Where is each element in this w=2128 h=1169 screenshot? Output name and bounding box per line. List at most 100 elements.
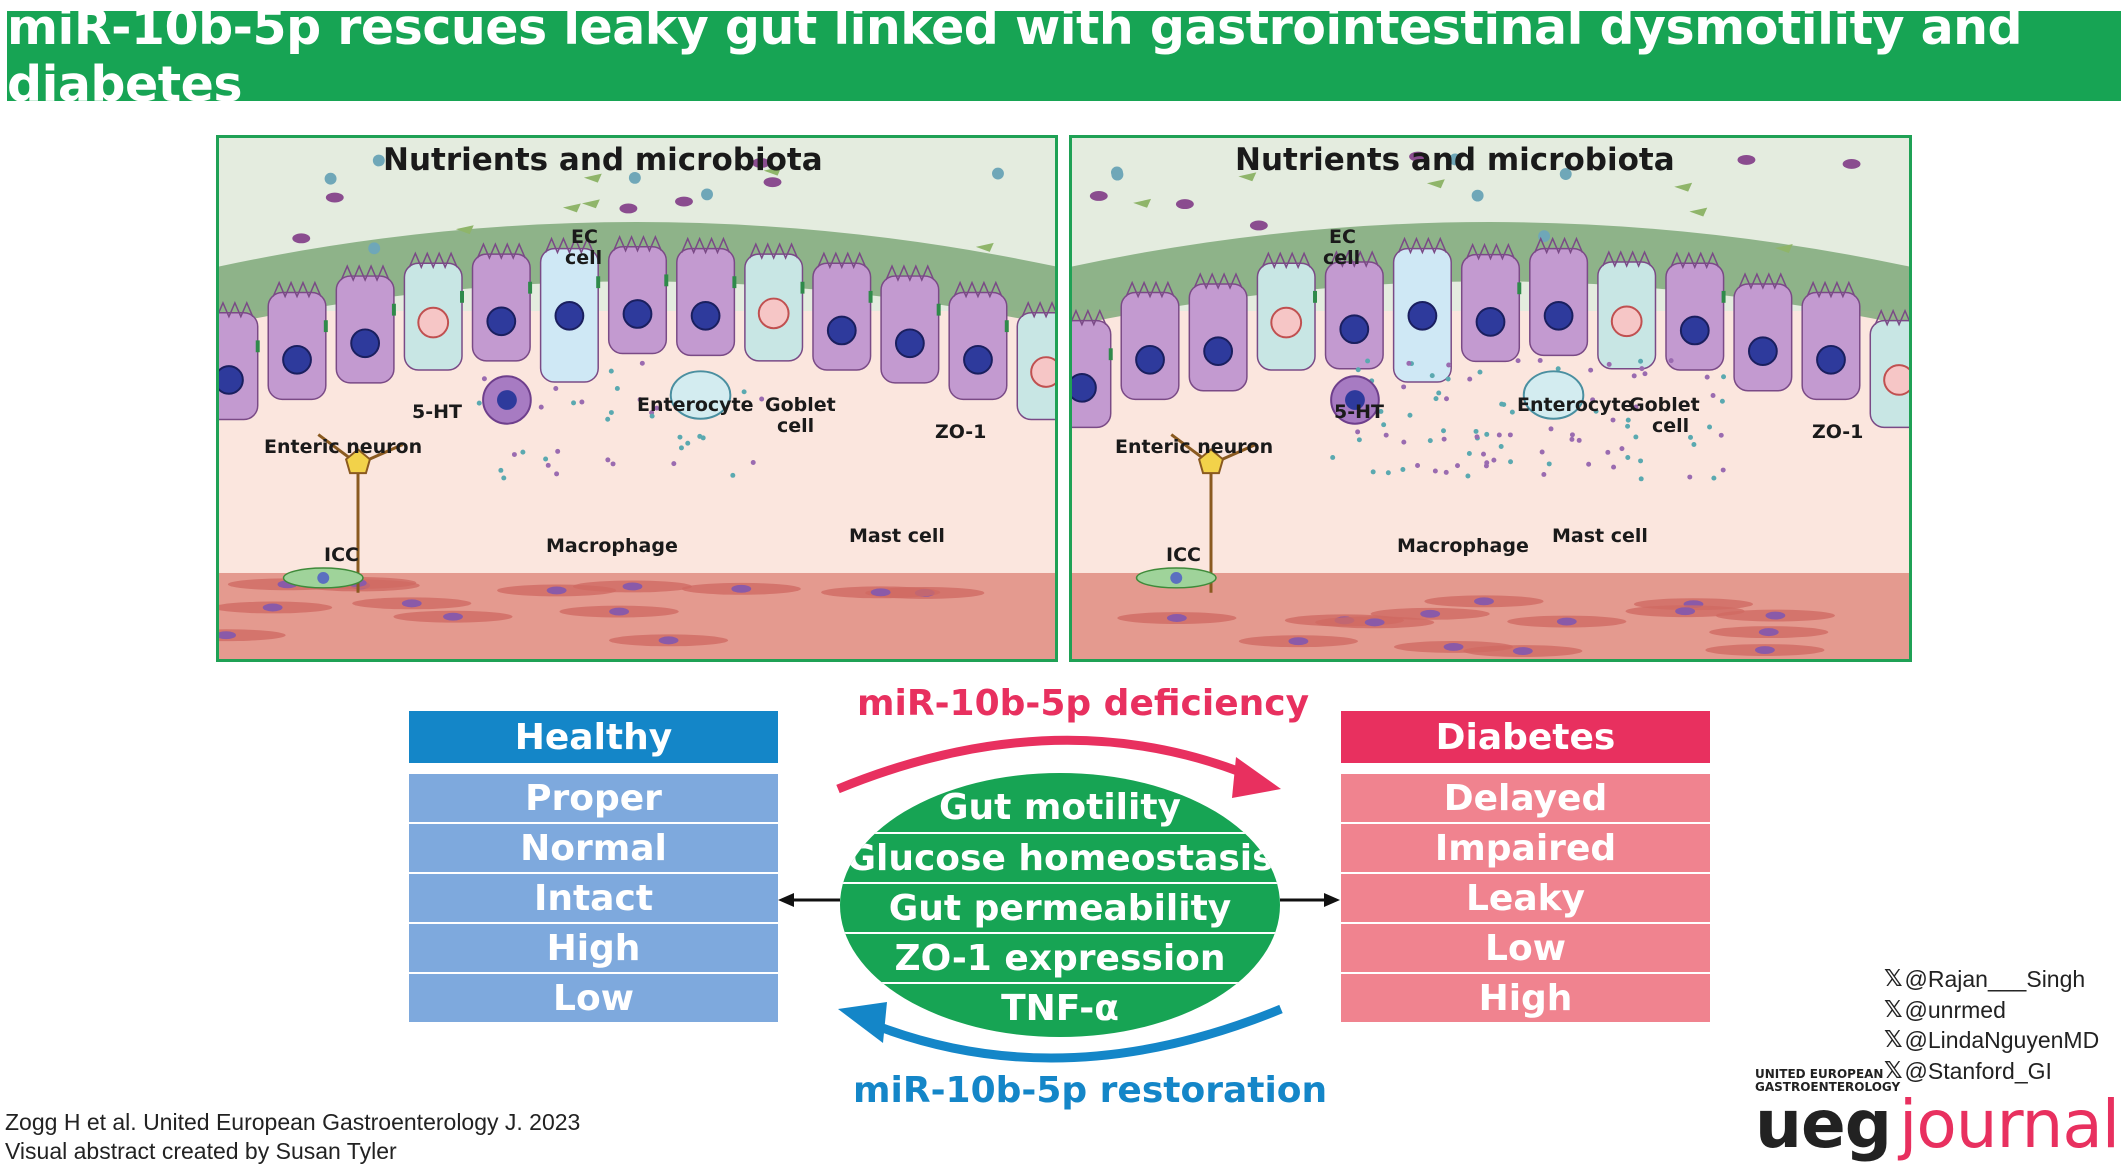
- granule: [1429, 373, 1435, 379]
- cell-nucleus: [1203, 336, 1234, 367]
- granule: [1484, 431, 1490, 437]
- granule: [481, 376, 487, 382]
- granule: [1588, 367, 1594, 373]
- granule: [1541, 471, 1547, 477]
- bacterium-icon: [1409, 151, 1428, 162]
- ueg-org-line-1: UNITED EUROPEAN: [1755, 1067, 1884, 1081]
- social-handle[interactable]: 𝕏@unrmed: [1884, 995, 2099, 1026]
- granule: [1539, 449, 1545, 455]
- bacterium-icon: [763, 177, 782, 188]
- granule: [1446, 362, 1452, 368]
- microbe-icon: [1133, 198, 1152, 208]
- microbe-icon: [1111, 168, 1124, 181]
- bacterium-icon: [752, 158, 770, 168]
- cell-nucleus: [963, 344, 993, 375]
- granule: [1721, 374, 1727, 380]
- social-handle[interactable]: 𝕏@LindaNguyenMD: [1884, 1025, 2099, 1056]
- microbe-icon: [1471, 189, 1484, 202]
- cell-nucleus: [1747, 336, 1778, 367]
- granule: [1688, 434, 1693, 440]
- muscle-nucleus: [1556, 617, 1577, 626]
- granule: [1385, 470, 1391, 476]
- granule: [1491, 457, 1497, 463]
- healthy-row-glucose: Normal: [409, 822, 778, 872]
- granule: [1633, 434, 1639, 440]
- microbe-icon: [1426, 179, 1445, 189]
- icc-nucleus: [317, 572, 330, 584]
- bacterium-icon: [1089, 191, 1108, 201]
- ec-cell-label-line1: EC: [1329, 226, 1356, 248]
- muscle-nucleus: [219, 631, 236, 640]
- enteric-neuron-label: Enteric neuron: [264, 436, 423, 458]
- muscle-nucleus: [1474, 597, 1494, 606]
- granule: [614, 385, 620, 391]
- parameter-list: Gut motility Glucose homeostasis Gut per…: [840, 782, 1280, 1032]
- granule: [1611, 464, 1617, 470]
- granule: [511, 452, 517, 458]
- granule: [1441, 436, 1447, 442]
- granule: [741, 389, 747, 395]
- ec-cell-label-line2: cell: [565, 247, 603, 269]
- mast-cell-label: Mast cell: [1552, 525, 1648, 547]
- granule: [730, 472, 736, 478]
- mast-cell-label: Mast cell: [849, 525, 945, 547]
- granule: [1625, 423, 1631, 429]
- healthy-row-tnf: Low: [409, 972, 778, 1022]
- enterocyte-label: Enterocyte: [637, 394, 754, 416]
- social-handle[interactable]: 𝕏@Rajan___Singh: [1884, 964, 2099, 995]
- muscle-nucleus: [609, 607, 630, 616]
- granule: [1720, 467, 1726, 473]
- param-glucose-homeostasis: Glucose homeostasis: [840, 832, 1280, 882]
- microvilli: [885, 264, 935, 282]
- cell-nucleus: [1135, 344, 1165, 375]
- granule: [545, 462, 551, 468]
- granule: [1625, 455, 1631, 460]
- granule: [1467, 376, 1473, 382]
- goblet-nucleus: [1270, 306, 1303, 339]
- microvilli: [749, 242, 799, 260]
- microbe-icon: [701, 188, 713, 201]
- granule: [1668, 358, 1674, 364]
- healthy-gut-illustration: Nutrients and microbiota EC cell 5-HT En…: [216, 135, 1058, 662]
- healthy-gut-artwork: [219, 138, 1055, 659]
- social-handle-text: @LindaNguyenMD: [1904, 1027, 2100, 1053]
- social-handles: 𝕏@Rajan___Singh 𝕏@unrmed 𝕏@LindaNguyenMD…: [1884, 964, 2099, 1086]
- diabetes-row-glucose: Impaired: [1341, 822, 1710, 872]
- bacterium-icon: [675, 196, 693, 207]
- ec-cell-label-line1: EC: [571, 226, 598, 248]
- granule: [1355, 367, 1361, 373]
- microbe-icon: [975, 242, 994, 252]
- granule: [554, 471, 560, 477]
- microvilli: [1465, 242, 1516, 261]
- granule: [1436, 390, 1442, 396]
- microbe-icon: [1689, 207, 1708, 217]
- granule: [1537, 357, 1543, 363]
- social-handle[interactable]: 𝕏@Stanford_GI: [1884, 1056, 2099, 1087]
- microbe-icon: [1674, 182, 1693, 192]
- macrophage-nucleus: [497, 390, 517, 410]
- microvilli: [1806, 280, 1856, 299]
- muscle-nucleus: [870, 588, 891, 597]
- granule: [1370, 469, 1376, 475]
- granule: [1546, 461, 1552, 467]
- citation: Zogg H et al. United European Gastroente…: [5, 1108, 580, 1166]
- serotonin-label: 5-HT: [1334, 401, 1384, 423]
- title-banner: miR-10b-5p rescues leaky gut linked with…: [7, 0, 2121, 113]
- bacterium-icon: [292, 233, 311, 244]
- cell-nucleus: [486, 306, 517, 337]
- granule: [1401, 384, 1407, 390]
- microvilli: [1072, 308, 1107, 327]
- microbe-icon: [372, 154, 385, 167]
- microvilli: [1874, 308, 1909, 327]
- healthy-row-permeability: Intact: [409, 872, 778, 922]
- microvilli: [408, 251, 458, 270]
- granule: [1407, 412, 1413, 418]
- granule: [1455, 463, 1460, 469]
- icc-label: ICC: [324, 544, 359, 566]
- microvilli: [953, 280, 1003, 299]
- granule: [543, 456, 549, 462]
- granule: [1401, 439, 1407, 445]
- granule: [538, 404, 544, 410]
- granule: [1633, 404, 1639, 410]
